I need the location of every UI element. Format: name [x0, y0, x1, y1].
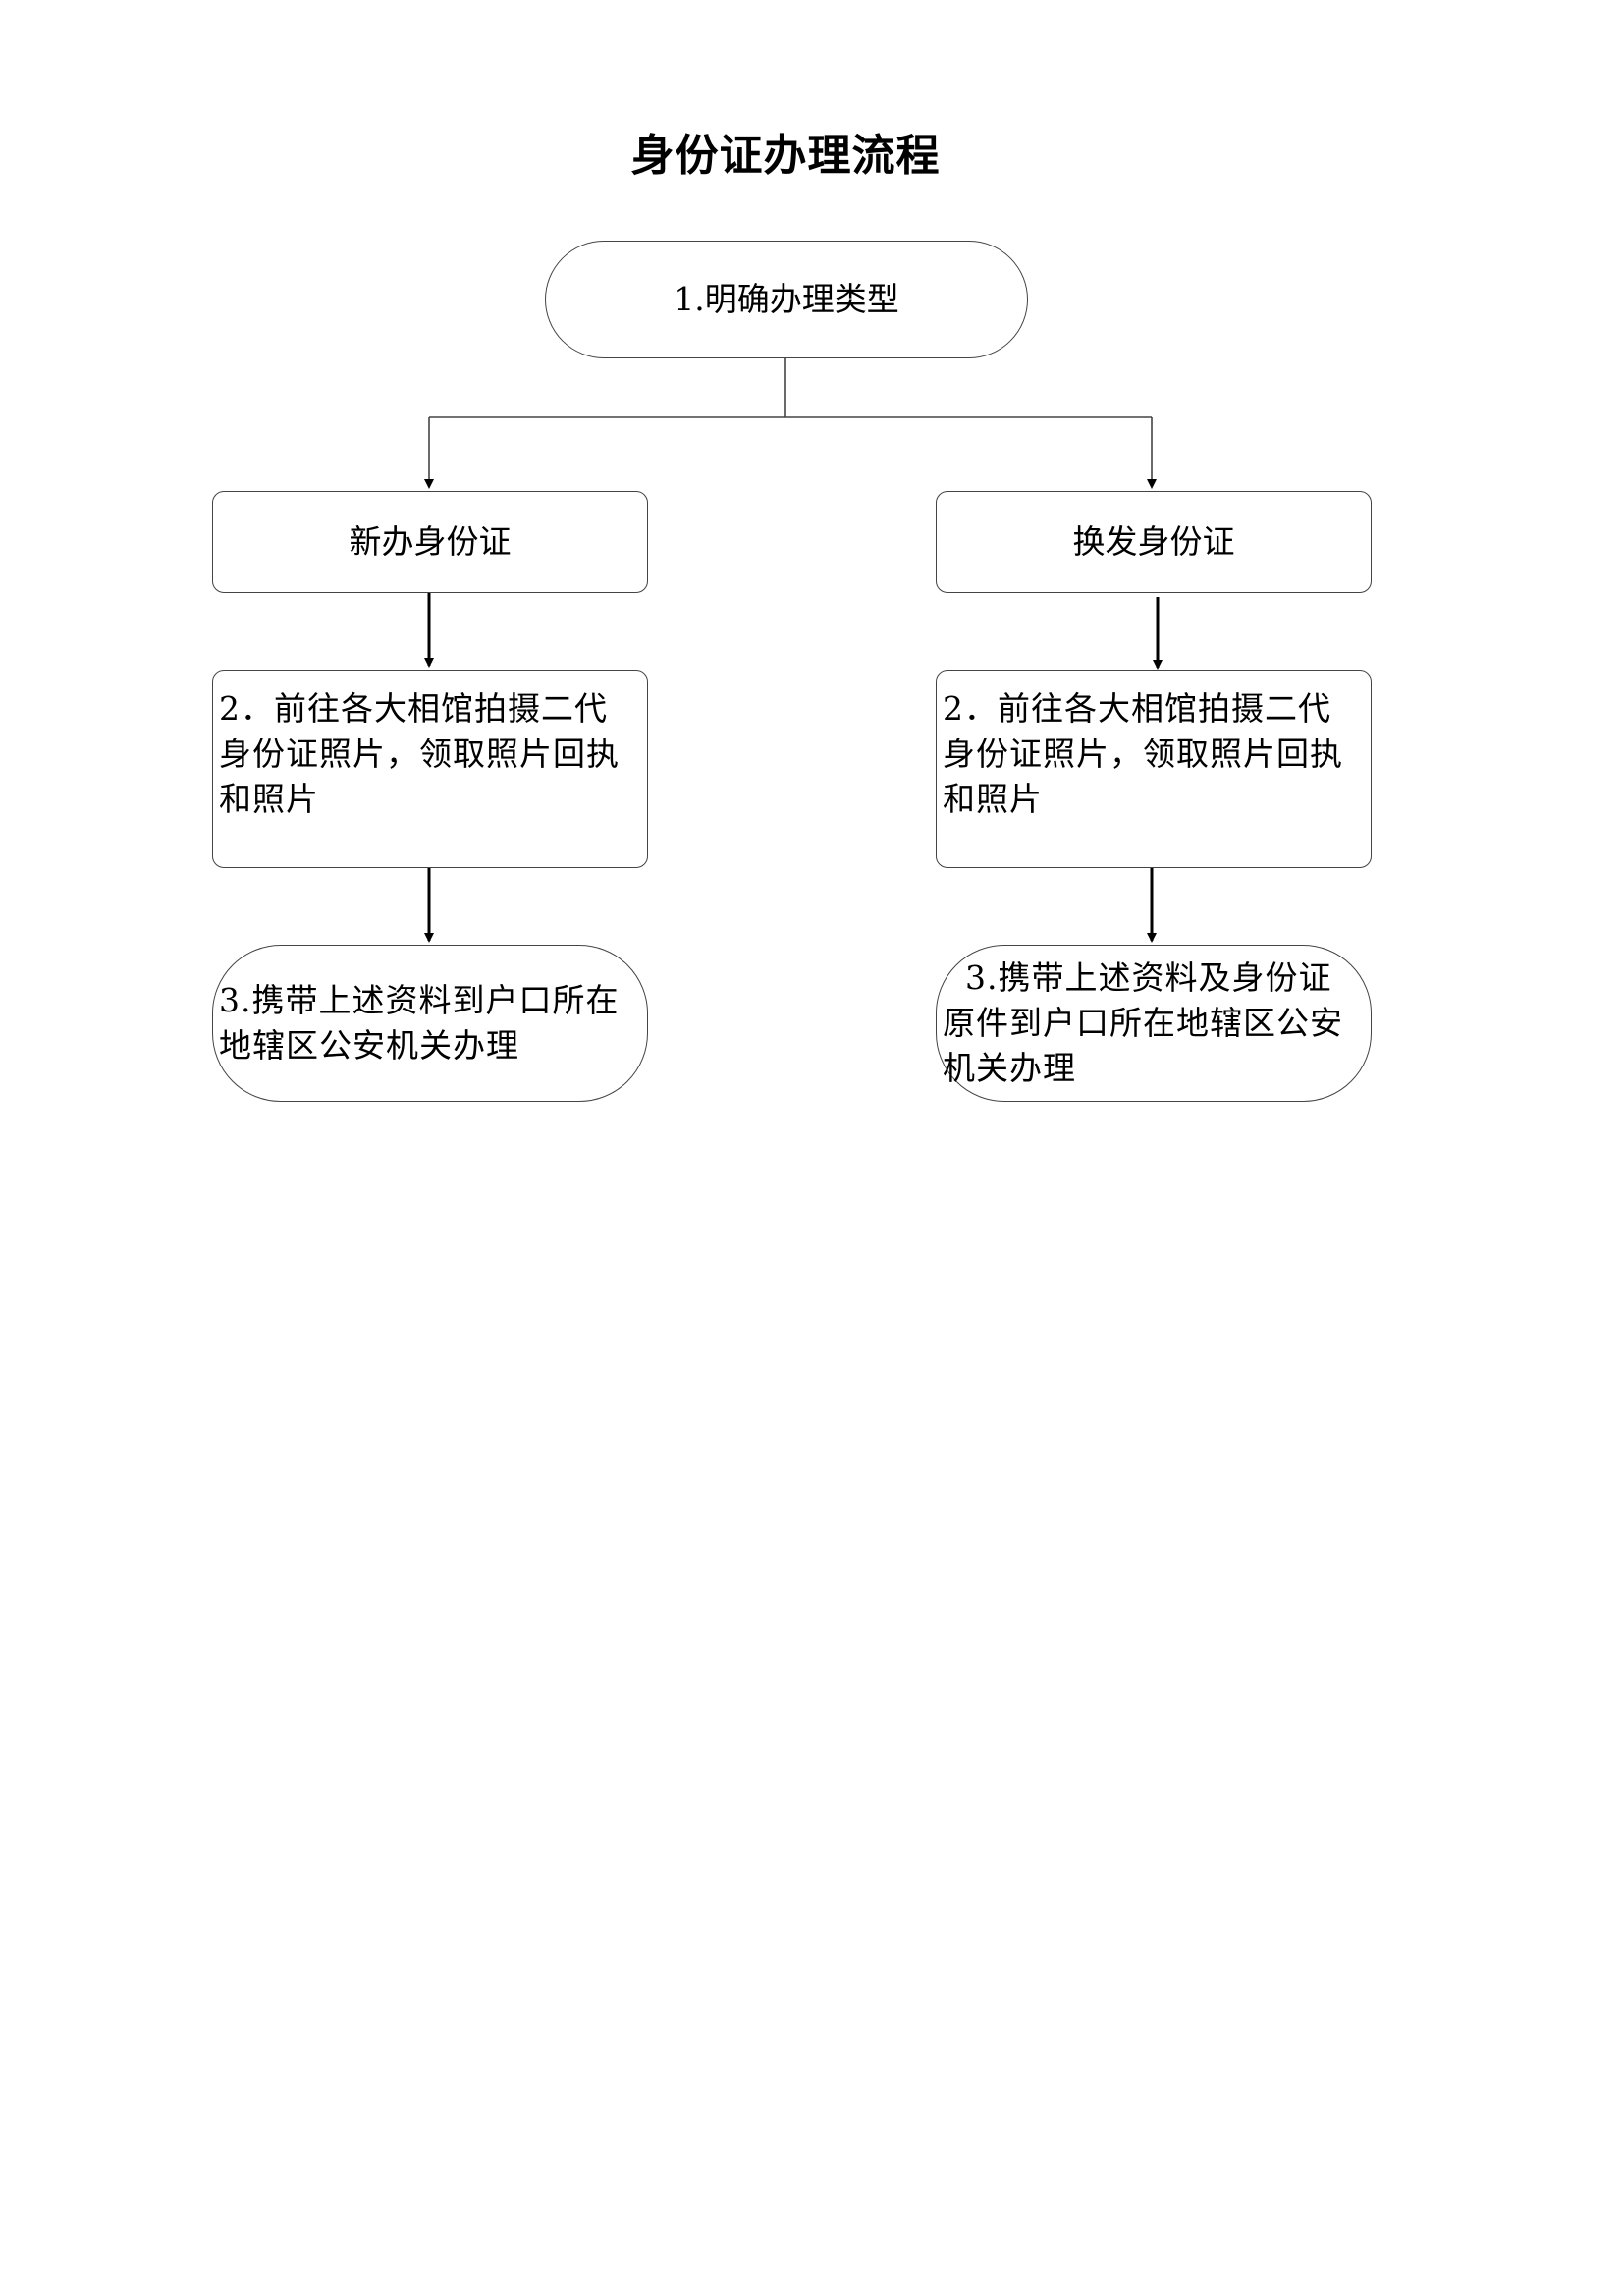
- node-start: 1.明确办理类型: [545, 241, 1028, 358]
- node-right-step2: 2．前往各大相馆拍摄二代身份证照片，领取照片回执和照片: [936, 670, 1372, 868]
- node-right-step3: 3.携带上述资料及身份证原件到户口所在地辖区公安机关办理: [936, 945, 1372, 1102]
- node-new-id: 新办身份证: [212, 491, 648, 593]
- page-title: 身份证办理流程: [630, 131, 941, 181]
- node-renew-id: 换发身份证: [936, 491, 1372, 593]
- node-left-step2: 2．前往各大相馆拍摄二代身份证照片，领取照片回执和照片: [212, 670, 648, 868]
- node-left-step3: 3.携带上述资料到户口所在地辖区公安机关办理: [212, 945, 648, 1102]
